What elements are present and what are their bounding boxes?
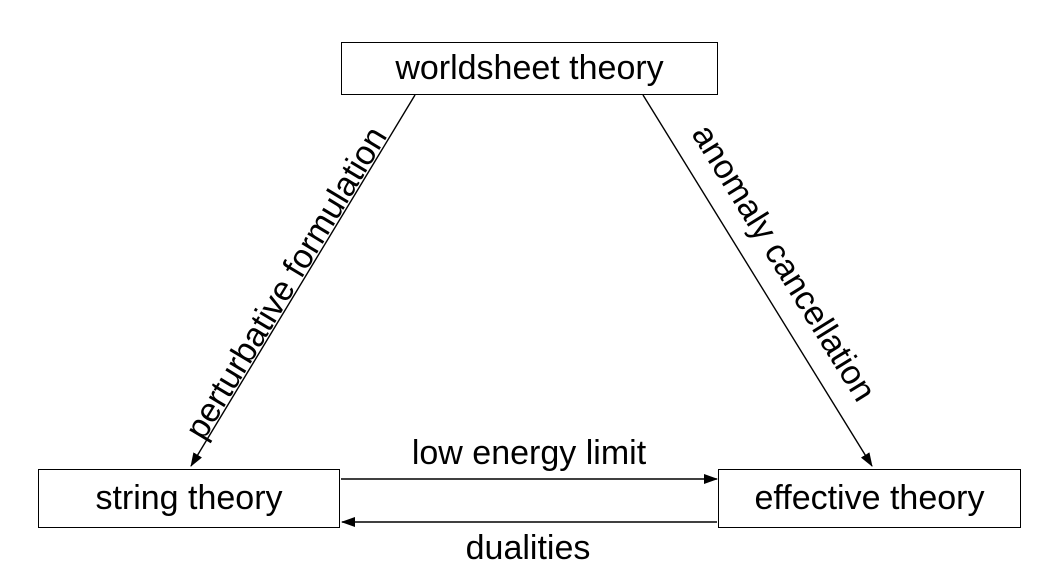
edge-left-to-right-label: low energy limit bbox=[412, 434, 647, 472]
node-string-theory: string theory bbox=[38, 469, 340, 528]
node-worldsheet-theory: worldsheet theory bbox=[341, 42, 718, 95]
edge-top-to-right-label: anomaly cancellation bbox=[684, 118, 883, 408]
node-label: worldsheet theory bbox=[395, 49, 664, 87]
edge-top-to-left-label: perturbative formulation bbox=[178, 120, 395, 445]
node-effective-theory: effective theory bbox=[718, 469, 1021, 528]
edge-top-to-left-arrow bbox=[190, 94, 416, 467]
node-label: effective theory bbox=[754, 479, 985, 517]
node-label: string theory bbox=[95, 479, 283, 517]
edge-right-to-left-label: dualities bbox=[466, 529, 591, 567]
edge-top-to-right-arrow bbox=[642, 94, 873, 467]
